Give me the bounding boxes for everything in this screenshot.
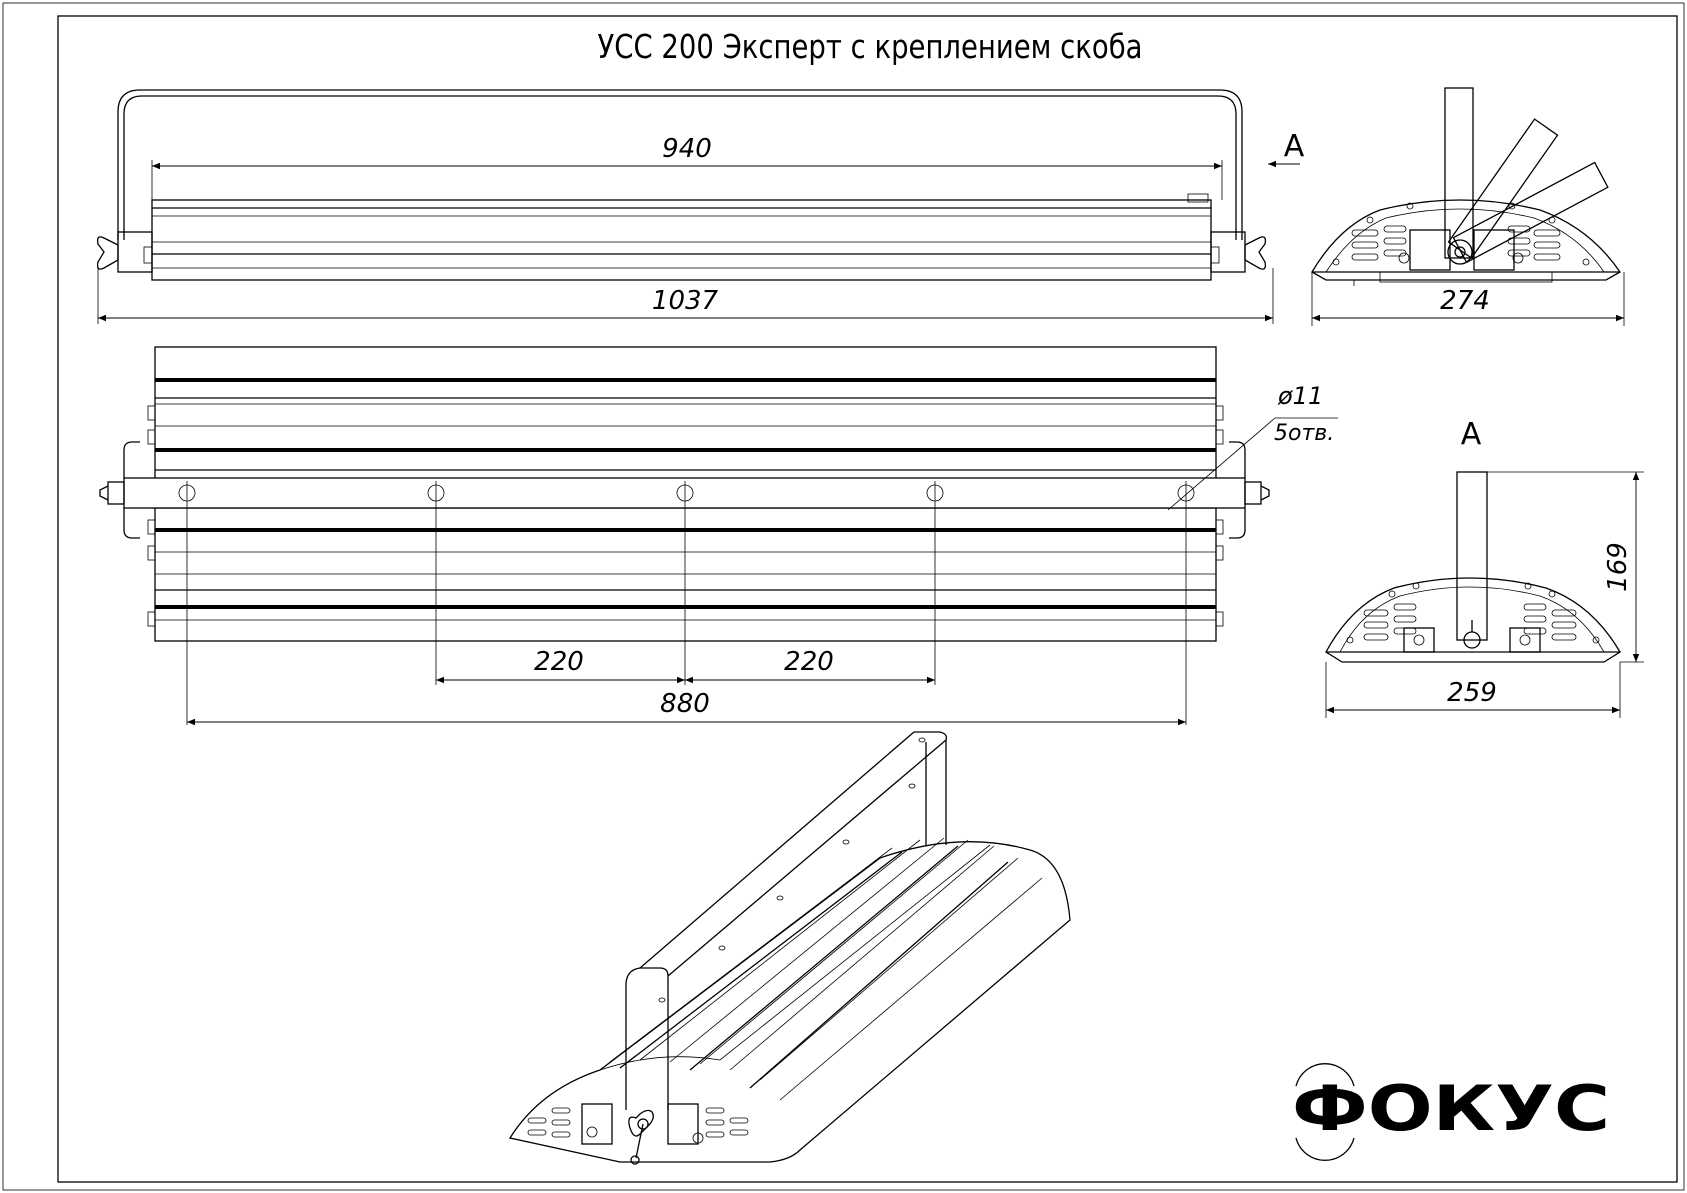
view-a-marker-top: А	[1284, 129, 1305, 164]
dim-940-label: 940	[662, 134, 712, 164]
drawing-title: УСС 200 Эксперт с креплением скоба	[598, 27, 1143, 66]
dim-880-label: 880	[660, 689, 710, 719]
isometric-view	[508, 731, 1071, 1165]
view-a: А	[1325, 417, 1644, 718]
brand-name: ФОКУС	[1292, 1072, 1610, 1145]
dim-169-label: 169	[1603, 542, 1633, 592]
dim-274-label: 274	[1440, 286, 1490, 316]
inner-frame	[57, 15, 1678, 1183]
view-a-label: А	[1461, 417, 1482, 452]
hole-count-label: 5отв.	[1274, 421, 1334, 446]
dim-1037-label: 1037	[652, 286, 719, 316]
dim-259-label: 259	[1447, 678, 1497, 708]
dim-220-left-label: 220	[534, 647, 584, 677]
plan-view: ø11 5отв. 220 220 880	[99, 346, 1338, 726]
side-view: 274	[1311, 87, 1625, 326]
front-view: 940 1037 А	[96, 89, 1305, 324]
hole-diameter-label: ø11	[1277, 382, 1323, 410]
brand-logo: ФОКУС	[1292, 1063, 1610, 1161]
dim-220-right-label: 220	[784, 647, 834, 677]
